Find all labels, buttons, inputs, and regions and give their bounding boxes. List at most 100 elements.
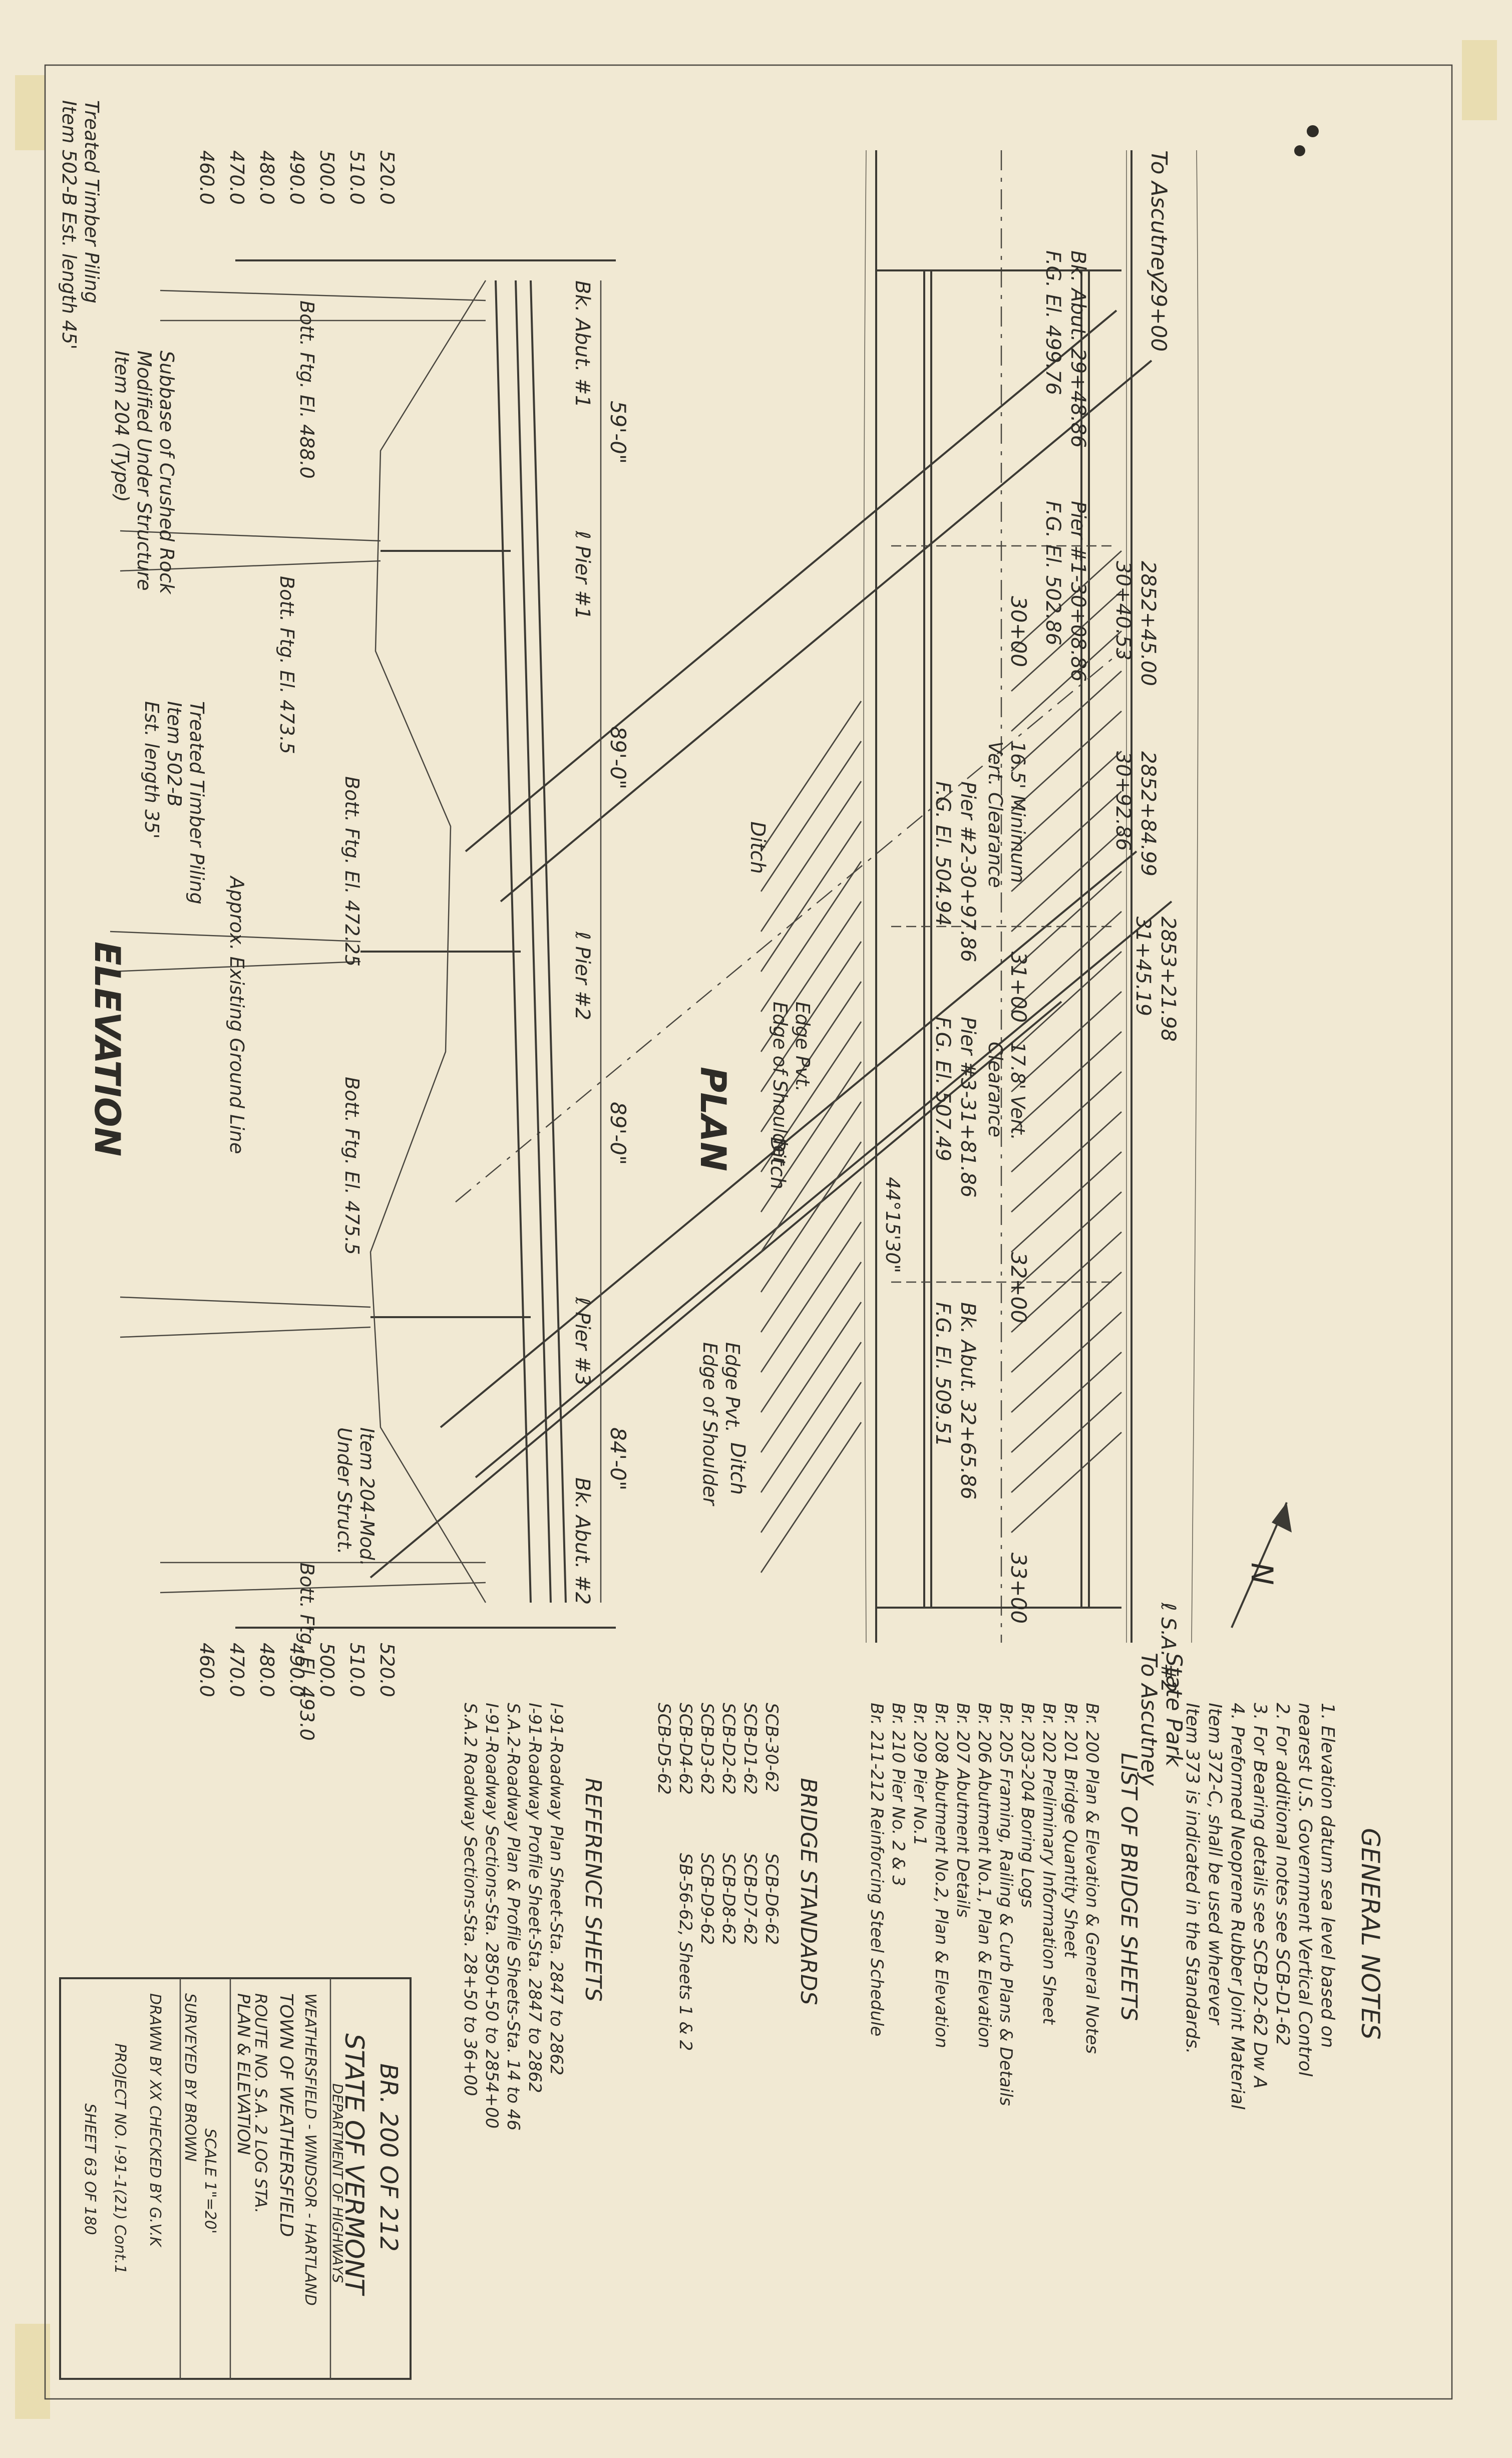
elev-deck-bottom bbox=[495, 280, 532, 1603]
plan-to-ascutney-left: To Ascutney bbox=[1146, 150, 1172, 284]
plan-i91-sta-1a: 2852+45.00 bbox=[1137, 561, 1160, 686]
elev-ground-line bbox=[369, 280, 487, 1603]
title-project-line: WEATHERSFIELD - WINDSOR - HARTLAND bbox=[301, 1993, 319, 2306]
plan-i91-lane-4 bbox=[465, 310, 1117, 852]
plan-edge-shoulder-2: Edge of Shoulder bbox=[699, 1342, 721, 1506]
elev-bk-abut-2: Bk. Abut. #2 bbox=[571, 1477, 594, 1605]
reference-sheet-3: S.A.2-Roadway Plan & Profile Sheets-Sta.… bbox=[503, 1703, 523, 2130]
bridge-sheet-203: Br. 203-204 Boring Logs bbox=[1017, 1703, 1037, 1908]
plan-bk-abut-2-el: F.G. El. 509.51 bbox=[931, 1302, 954, 1447]
plan-pier-2-sta: Pier #2-30+97.86 bbox=[956, 781, 979, 962]
general-note-4c: Item 373 is indicated in the Standards. bbox=[1182, 1703, 1203, 2054]
general-note-4b: Item 372-C, shall be used wherever bbox=[1205, 1703, 1225, 2025]
plan-station-31: 31+00 bbox=[1006, 952, 1031, 1023]
standard-right-5: SB-56-62, Sheets 1 & 2 bbox=[675, 1853, 695, 2051]
reference-sheet-4: I-91-Roadway Sections-Sta. 2850+50 to 28… bbox=[482, 1703, 502, 2128]
elev-note-bott-ftg-5: Bott. Ftg. El. 488.0 bbox=[296, 300, 318, 479]
plan-i91-sta-1b: 30+40.53 bbox=[1111, 561, 1135, 661]
elev-right-490: 490.0 bbox=[286, 1643, 308, 1697]
bridge-sheet-208: Br. 208 Abutment No.2, Plan & Elevation bbox=[931, 1703, 951, 2048]
standard-left-3: SCB-D2-62 bbox=[718, 1703, 738, 1795]
plan-clearance-1a: 16.5' Minimum bbox=[1007, 741, 1029, 883]
reference-sheet-1: I-91-Roadway Plan Sheet-Sta. 2847 to 286… bbox=[546, 1703, 566, 2075]
elev-note-bott-ftg-3: Bott. Ftg. El. 475.5 bbox=[341, 1077, 363, 1255]
bridge-sheet-201: Br. 201 Bridge Quantity Sheet bbox=[1060, 1703, 1080, 1959]
title-route: ROUTE NO. S.A. 2 LOG STA. bbox=[251, 1993, 270, 2213]
elev-note-bott-ftg-1: Bott. Ftg. El. 473.5 bbox=[276, 576, 298, 754]
elev-bk-abut-1: Bk. Abut. #1 bbox=[571, 280, 594, 408]
title-scale: SCALE 1"=20' bbox=[201, 2128, 219, 2234]
title-project-no: PROJECT NO. I-91-1(21) Cont.1 bbox=[111, 2043, 129, 2274]
elev-span-2: 89'-0" bbox=[606, 726, 630, 789]
plan-i91-lane-3 bbox=[369, 1001, 1062, 1579]
elev-left-510: 510.0 bbox=[346, 150, 368, 205]
tape-strip-bottom-left bbox=[15, 2324, 50, 2419]
elev-right-480: 480.0 bbox=[256, 1643, 278, 1697]
plan-clearance-1b: Vert. Clearance bbox=[984, 741, 1006, 888]
bridge-sheet-205: Br. 205 Framing, Railing & Curb Plans & … bbox=[996, 1703, 1016, 2106]
elev-right-510: 510.0 bbox=[346, 1643, 368, 1697]
plan-skew-angle: 44°15'30" bbox=[882, 1177, 904, 1273]
plan-i91-sta-2a: 2852+84.99 bbox=[1137, 751, 1160, 876]
sheet-border bbox=[44, 64, 1453, 2400]
plan-bk-abut-2: Bk. Abut. 32+65.86 bbox=[956, 1302, 979, 1499]
plan-i91-lane-1 bbox=[475, 900, 1173, 1478]
plan-view: N To Ascutney To Ascutney State Park 29+… bbox=[369, 150, 1292, 1786]
elev-left-480: 480.0 bbox=[256, 150, 278, 205]
elev-note-piling-2a: Treated Timber Piling bbox=[186, 701, 208, 904]
plan-pier-3-sta: Pier #3-31+81.86 bbox=[956, 1017, 979, 1197]
elev-left-500: 500.0 bbox=[316, 150, 338, 205]
bridge-sheet-211: Br. 211-212 Reinforcing Steel Schedule bbox=[867, 1703, 887, 2036]
reference-sheets-title: REFERENCE SHEETS bbox=[580, 1778, 606, 2002]
plan-pier-1-sta: Pier #1-30+08.86 bbox=[1066, 501, 1089, 682]
bridge-sheet-206: Br. 206 Abutment No.1, Plan & Elevation bbox=[974, 1703, 994, 2048]
plan-ditch-2: Ditch bbox=[766, 1137, 789, 1189]
bridge-sheet-209: Br. 209 Pier No.1 bbox=[910, 1703, 930, 1846]
plan-label: PLAN bbox=[692, 1067, 733, 1171]
general-notes-title: GENERAL NOTES bbox=[1356, 1828, 1385, 2040]
title-block-frame bbox=[59, 1977, 412, 2380]
plan-ditch-line bbox=[1191, 150, 1199, 1643]
standard-left-5: SCB-D4-62 bbox=[675, 1703, 695, 1795]
plan-pier-1-el: F.G. El. 502.86 bbox=[1041, 501, 1064, 646]
plan-i91-centerline bbox=[455, 651, 1122, 1202]
elev-right-500: 500.0 bbox=[316, 1643, 338, 1697]
north-label: N bbox=[1244, 1563, 1279, 1585]
elev-note-ground-line: Approx. Existing Ground Line bbox=[226, 875, 248, 1154]
standard-left-1: SCB-30-62 bbox=[762, 1703, 782, 1792]
tape-strip-top-left bbox=[15, 75, 45, 150]
title-block: BR. 200 OF 212 STATE OF VERMONT DEPARTME… bbox=[59, 1977, 412, 2380]
elev-right-470: 470.0 bbox=[226, 1643, 248, 1697]
reference-sheet-2: I-91-Roadway Profile Sheet-Sta. 2847 to … bbox=[525, 1703, 545, 2093]
elev-note-piling-1b: Item 502-B Est. length 45' bbox=[58, 100, 80, 350]
elev-note-piling-2b: Item 502-B bbox=[163, 701, 185, 807]
elev-right-460: 460.0 bbox=[196, 1643, 218, 1697]
reference-sheet-5: S.A.2 Roadway Sections-Sta. 28+50 to 36+… bbox=[460, 1703, 480, 2096]
bridge-standards-title: BRIDGE STANDARDS bbox=[796, 1778, 821, 2005]
title-town: TOWN OF WEATHERSFIELD bbox=[276, 1993, 296, 2237]
elev-piles bbox=[110, 289, 486, 1594]
general-note-3: 3. For Bearing details see SCB-D2-62 Dw … bbox=[1250, 1703, 1270, 2089]
plan-i91-lane-2 bbox=[440, 850, 1138, 1428]
plan-i91-sta-2b: 30+92.86 bbox=[1111, 751, 1135, 851]
elevation-label: ELEVATION bbox=[87, 942, 128, 1156]
elev-right-520: 520.0 bbox=[376, 1643, 398, 1697]
bridge-sheet-202: Br. 202 Preliminary Information Sheet bbox=[1039, 1703, 1059, 2025]
elev-note-piling-1a: Treated Timber Piling bbox=[81, 100, 103, 303]
elev-note-bott-ftg-2: Bott. Ftg. El. 472.25 bbox=[341, 776, 363, 967]
plan-station-33: 33+00 bbox=[1006, 1553, 1031, 1624]
plan-ditch-3: Ditch bbox=[726, 1442, 749, 1495]
plan-station-30: 30+00 bbox=[1006, 596, 1031, 667]
elev-note-subbase-c: Item 204 (Type) bbox=[111, 351, 133, 502]
title-state: STATE OF VERMONT bbox=[339, 2033, 369, 2297]
tape-strip-top-right bbox=[1462, 40, 1497, 120]
elev-note-subbase-a: Subbase of Crushed Rock bbox=[156, 351, 178, 595]
general-note-1: 1. Elevation datum sea level based on bbox=[1317, 1703, 1338, 2048]
title-bridge-sheet-no: BR. 200 OF 212 bbox=[374, 2063, 403, 2252]
elev-span-4: 84'-0" bbox=[606, 1427, 630, 1490]
plan-ditch-1: Ditch bbox=[746, 821, 769, 874]
elevation-view: 59'-0" 89'-0" 89'-0" 84'-0" Bk. Abut. #1… bbox=[58, 100, 630, 1741]
standard-right-1: SCB-D6-62 bbox=[762, 1853, 782, 1945]
